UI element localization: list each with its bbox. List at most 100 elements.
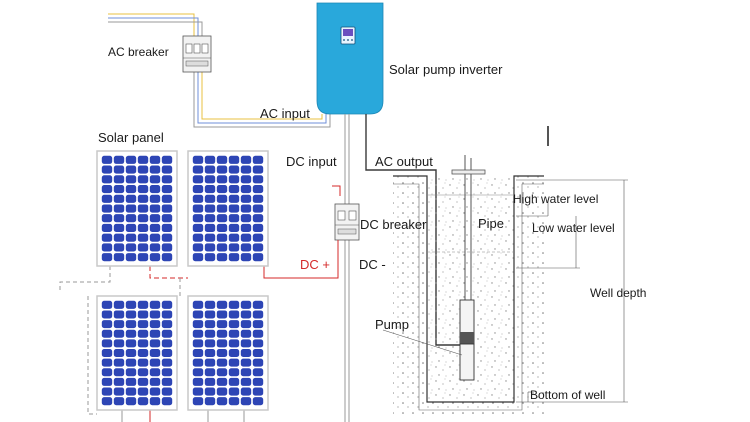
solar-cell <box>113 204 125 213</box>
solar-cell <box>252 310 264 319</box>
solar-cell <box>240 300 252 309</box>
solar-cell <box>113 348 125 358</box>
solar-cell <box>101 377 113 386</box>
solar-cell <box>240 214 252 223</box>
solar-cell <box>252 329 264 338</box>
solar-cell <box>228 387 240 396</box>
solar-cell <box>161 387 173 396</box>
solar-cell <box>228 165 240 174</box>
solar-cell <box>252 377 264 386</box>
solar-cell <box>228 194 240 203</box>
level-dimension-lines <box>382 179 628 403</box>
solar-panel-bottom-right <box>187 295 269 411</box>
solar-cell <box>101 358 113 367</box>
solar-cell <box>161 214 173 223</box>
solar-cell <box>137 223 149 233</box>
solar-cell <box>216 243 228 252</box>
solar-cell <box>204 194 216 203</box>
solar-cell <box>216 194 228 203</box>
solar-cell <box>161 175 173 184</box>
solar-cell <box>240 165 252 174</box>
solar-cell <box>228 397 240 406</box>
solar-cell <box>192 387 204 396</box>
solar-cell <box>204 358 216 367</box>
solar-cell <box>161 165 173 174</box>
solar-cell <box>228 329 240 338</box>
solar-cell <box>192 155 204 164</box>
solar-cell <box>101 184 113 194</box>
solar-cell <box>125 223 137 233</box>
solar-cell <box>216 223 228 233</box>
solar-cell <box>137 155 149 164</box>
solar-cell <box>252 214 264 223</box>
solar-cell <box>137 233 149 242</box>
solar-cell <box>149 243 161 252</box>
solar-cell <box>252 165 264 174</box>
solar-cell <box>216 339 228 348</box>
ac-output-label: AC output <box>375 154 433 169</box>
solar-cell <box>125 243 137 252</box>
solar-cell <box>192 175 204 184</box>
ac-input-label: AC input <box>260 106 310 121</box>
solar-cell <box>149 165 161 174</box>
solar-panel-top-left <box>96 150 178 267</box>
solar-cell <box>101 243 113 252</box>
solar-cell <box>228 339 240 348</box>
ac-breaker <box>182 35 212 73</box>
solar-cell <box>216 155 228 164</box>
solar-cell <box>228 155 240 164</box>
solar-cell <box>192 165 204 174</box>
solar-cell <box>161 223 173 233</box>
solar-cell <box>125 214 137 223</box>
solar-cell <box>192 204 204 213</box>
solar-cell <box>204 155 216 164</box>
solar-cell <box>204 377 216 386</box>
solar-cell <box>216 348 228 358</box>
solar-cell <box>192 310 204 319</box>
solar-cell <box>228 175 240 184</box>
ac-input-wires <box>193 72 331 128</box>
solar-cell <box>137 175 149 184</box>
solar-cell <box>137 194 149 203</box>
solar-cell <box>137 358 149 367</box>
solar-cell <box>204 397 216 406</box>
solar-cell <box>228 348 240 358</box>
solar-cell <box>125 320 137 329</box>
solar-cell <box>149 368 161 377</box>
solar-cell <box>113 165 125 174</box>
solar-cell <box>252 204 264 213</box>
solar-cell <box>125 184 137 194</box>
solar-cell <box>252 243 264 252</box>
solar-cell <box>137 165 149 174</box>
water-pipe <box>451 126 549 300</box>
solar-cell <box>228 368 240 377</box>
solar-cell <box>101 175 113 184</box>
solar-cell <box>228 233 240 242</box>
solar-cell <box>149 175 161 184</box>
solar-cell <box>216 165 228 174</box>
solar-cell <box>204 348 216 358</box>
dc-input-cables <box>344 114 350 422</box>
solar-cell <box>161 339 173 348</box>
solar-cell <box>113 329 125 338</box>
solar-cell <box>137 397 149 406</box>
solar-cell <box>101 339 113 348</box>
solar-cell <box>228 253 240 262</box>
solar-cell <box>204 165 216 174</box>
solar-cell <box>252 368 264 377</box>
solar-cell <box>240 184 252 194</box>
solar-cell <box>101 348 113 358</box>
solar-cell <box>192 233 204 242</box>
solar-cell <box>137 214 149 223</box>
solar-cell <box>228 243 240 252</box>
solar-cell <box>252 233 264 242</box>
solar-cell <box>216 368 228 377</box>
solar-cell <box>125 368 137 377</box>
solar-cell <box>149 397 161 406</box>
solar-cell <box>161 184 173 194</box>
solar-cell <box>161 320 173 329</box>
solar-cell <box>149 204 161 213</box>
solar-cell <box>252 387 264 396</box>
solar-cell <box>216 377 228 386</box>
solar-cell <box>161 329 173 338</box>
